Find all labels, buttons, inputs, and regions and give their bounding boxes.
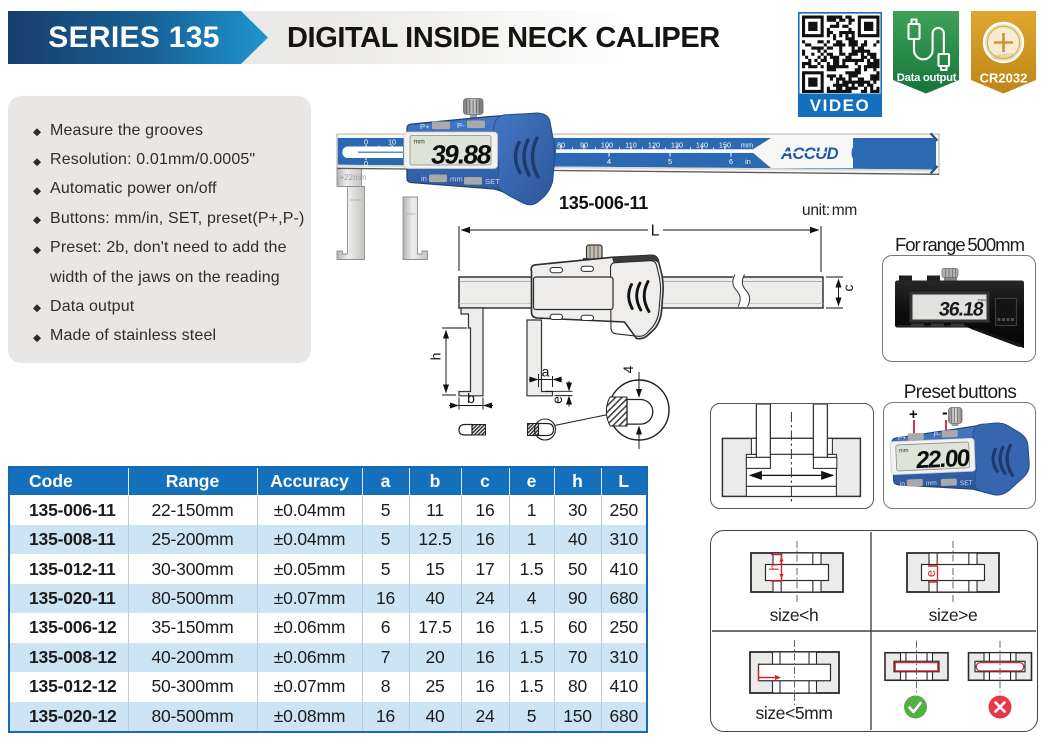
svg-text:10: 10 (388, 138, 396, 147)
svg-text:4: 4 (621, 365, 636, 373)
svg-text:100: 100 (601, 141, 613, 150)
svg-text:SET: SET (960, 480, 973, 488)
svg-text:36.18: 36.18 (938, 299, 986, 321)
svg-text:mm: mm (741, 141, 753, 150)
svg-text:in: in (745, 157, 751, 166)
svg-text:22.00: 22.00 (915, 445, 971, 474)
svg-text:b: b (467, 390, 475, 406)
svg-text:150: 150 (719, 141, 731, 150)
svg-text:+: + (909, 406, 918, 423)
svg-text:CR2032: CR2032 (980, 71, 1028, 86)
svg-text:mm: mm (978, 299, 986, 304)
svg-text:130: 130 (671, 141, 683, 150)
svg-text:110: 110 (625, 141, 637, 150)
svg-text:VIDEO: VIDEO (810, 96, 870, 115)
svg-text:6: 6 (729, 157, 733, 166)
svg-text:120: 120 (648, 141, 660, 150)
svg-text:c: c (840, 285, 856, 292)
svg-text:0: 0 (364, 159, 368, 168)
svg-text:P-: P- (934, 432, 941, 439)
svg-text:SET: SET (485, 177, 500, 186)
svg-text:h: h (428, 353, 444, 361)
svg-text:P+: P+ (420, 122, 430, 131)
svg-text:90: 90 (580, 141, 588, 150)
svg-text:L: L (651, 223, 660, 240)
svg-text:P-: P- (457, 121, 465, 130)
svg-text:mm: mm (899, 448, 909, 454)
svg-text:h: h (767, 563, 782, 570)
svg-text:size<5mm: size<5mm (755, 703, 832, 723)
svg-text:e: e (549, 396, 565, 404)
svg-text:mm: mm (926, 480, 938, 487)
svg-text:size<h: size<h (770, 605, 819, 625)
svg-text:140: 140 (696, 141, 708, 150)
svg-text:CR2032: CR2032 (993, 53, 1014, 62)
svg-text:ACCUD: ACCUD (780, 145, 839, 163)
svg-text:a: a (542, 364, 550, 380)
svg-text:-: - (942, 403, 948, 422)
svg-text:mm: mm (414, 139, 426, 146)
svg-text:80: 80 (557, 141, 565, 150)
svg-text:size>e: size>e (929, 605, 978, 625)
svg-text:39.88: 39.88 (430, 140, 493, 170)
svg-text:mm: mm (450, 175, 463, 184)
svg-text:in: in (421, 174, 427, 183)
svg-text:e: e (923, 570, 938, 577)
svg-text:P+: P+ (898, 435, 907, 442)
svg-text:+22mm: +22mm (340, 173, 367, 182)
svg-text:4: 4 (607, 157, 611, 166)
svg-text:Data output: Data output (897, 72, 957, 84)
svg-text:in: in (900, 481, 906, 488)
svg-text:0: 0 (364, 138, 368, 147)
svg-text:5: 5 (668, 157, 672, 166)
